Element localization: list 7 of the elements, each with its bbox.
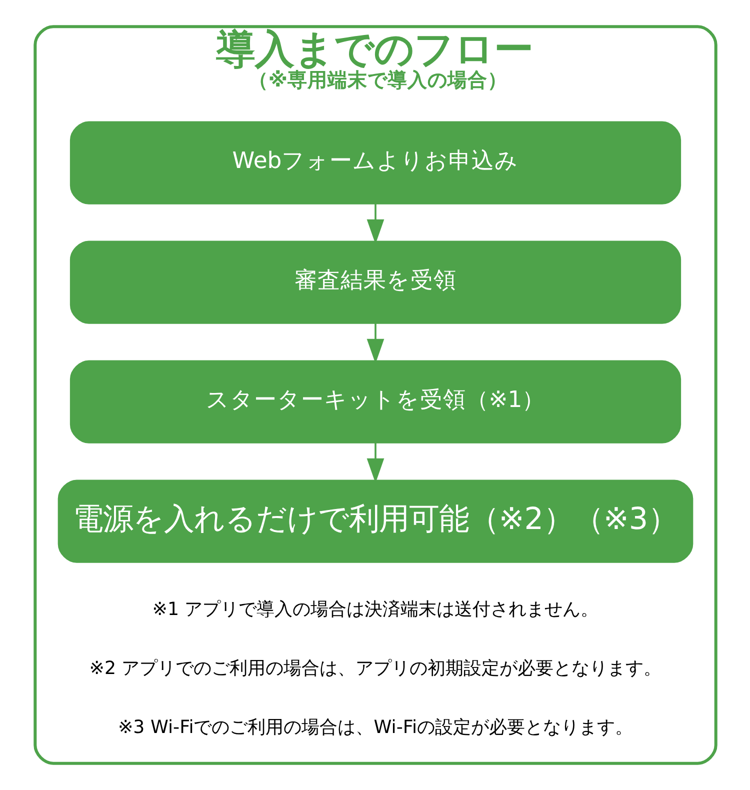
label: ※3 Wi-Fiでのご利用の場合は、Wi-Fiの設定が必要となります。 xyxy=(117,717,633,738)
node-box: スターターキットを受領（※1） xyxy=(69,360,681,444)
node-box: 審査結果を受領 xyxy=(69,240,681,324)
label: ※2 アプリでのご利用の場合は、アプリの初期設定が必要となります。 xyxy=(88,658,662,680)
node-box: Webフォームよりお申込み xyxy=(69,121,681,204)
node-box: 電源を入れるだけで利用可能（※2）（※3） xyxy=(57,480,693,563)
label: ※1 アプリで導入の場合は決済端末は送付されません。 xyxy=(152,599,598,620)
